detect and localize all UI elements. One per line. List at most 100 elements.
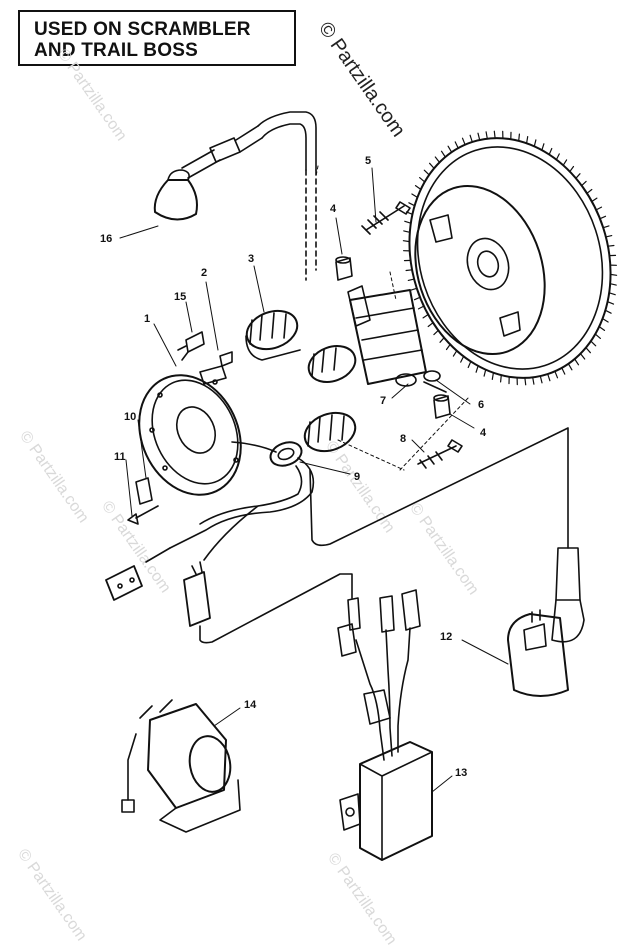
gear-tooth xyxy=(416,186,421,190)
gear-tooth xyxy=(525,378,526,385)
callout-15: 15 xyxy=(174,291,186,303)
stator-core xyxy=(348,286,426,386)
spark-plug-cap xyxy=(155,126,262,220)
gear-tooth xyxy=(603,226,609,228)
gear-tooth xyxy=(442,151,446,157)
callout-3: 3 xyxy=(248,253,254,265)
gear-tooth xyxy=(412,194,418,197)
gear-tooth xyxy=(428,323,433,327)
flywheel-ring-gear-teeth xyxy=(403,131,616,385)
callout-2: 2 xyxy=(201,267,207,279)
gear-tooth xyxy=(455,142,458,148)
spacer-upper xyxy=(336,257,352,280)
pulser-coil xyxy=(304,340,361,388)
gear-tooth xyxy=(478,133,480,140)
gear-tooth xyxy=(540,376,542,383)
gear-tooth xyxy=(592,198,597,201)
gear-tooth xyxy=(568,364,572,370)
gear-tooth xyxy=(608,246,614,247)
gear-tooth xyxy=(461,356,464,362)
harness-connector-right xyxy=(184,562,210,626)
gear-tooth xyxy=(575,359,579,365)
gear-tooth xyxy=(494,131,495,138)
gear-tooth xyxy=(486,132,487,139)
gear-tooth xyxy=(591,341,596,346)
callout-11: 11 xyxy=(114,451,126,463)
callout-9: 9 xyxy=(354,471,360,483)
gear-tooth xyxy=(419,306,424,309)
high-tension-lead xyxy=(258,112,316,280)
gear-tooth xyxy=(581,354,585,359)
gear-tooth xyxy=(468,362,471,368)
spacer-lower xyxy=(434,395,450,418)
gear-tooth xyxy=(448,146,452,152)
callout-13: 13 xyxy=(455,767,467,779)
gear-tooth xyxy=(570,167,574,172)
callout-12: 12 xyxy=(440,631,452,643)
flywheel xyxy=(379,112,620,405)
gear-tooth xyxy=(423,315,428,318)
exciter-coil xyxy=(299,406,360,458)
callout-5: 5 xyxy=(365,155,371,167)
gear-tooth xyxy=(596,207,601,210)
callout-4-upper: 4 xyxy=(330,203,337,215)
wire-harness xyxy=(146,442,313,562)
callout-6: 6 xyxy=(478,399,484,411)
gear-tooth xyxy=(586,348,591,353)
gear-tooth xyxy=(527,137,528,144)
gear-tooth xyxy=(408,279,414,280)
bolt-upper xyxy=(362,202,410,234)
gear-tooth xyxy=(453,351,456,356)
cdi-leads xyxy=(338,590,420,760)
gear-tooth xyxy=(603,319,609,322)
gear-tooth xyxy=(404,231,410,232)
callout-1: 1 xyxy=(144,313,150,325)
gear-tooth xyxy=(548,374,550,381)
gear-tooth xyxy=(609,293,615,295)
gear-tooth xyxy=(582,181,586,185)
harness-connector-left xyxy=(106,566,142,600)
gear-tooth xyxy=(405,221,411,223)
gear-tooth xyxy=(406,270,412,271)
gear-tooth xyxy=(484,370,486,376)
gear-tooth xyxy=(409,203,415,206)
gear-tooth xyxy=(492,373,493,380)
stator-plate xyxy=(120,359,259,512)
coil-ground-wire xyxy=(200,428,568,643)
gear-tooth xyxy=(608,302,614,304)
gear-tooth xyxy=(434,330,438,334)
callout-8: 8 xyxy=(400,433,406,445)
gear-tooth xyxy=(463,138,466,145)
gear-tooth xyxy=(595,334,600,338)
gear-tooth xyxy=(470,135,472,142)
gear-tooth xyxy=(576,174,580,179)
callout-10: 10 xyxy=(124,411,136,423)
callout-labels: 1 2 3 4 4 5 6 7 8 9 10 11 12 13 14 15 16 xyxy=(100,155,487,779)
gear-tooth xyxy=(476,366,478,372)
gear-tooth xyxy=(533,377,534,384)
gear-tooth xyxy=(606,236,612,237)
gear-tooth xyxy=(563,160,566,165)
gear-tooth xyxy=(549,149,552,155)
gear-tooth xyxy=(430,163,435,168)
callout-4-lower: 4 xyxy=(480,427,487,439)
gear-tooth xyxy=(501,375,502,382)
gear-tooth xyxy=(534,140,536,146)
gear-tooth xyxy=(542,144,544,150)
washer xyxy=(424,371,446,392)
gear-tooth xyxy=(610,284,616,285)
lighting-coil xyxy=(241,304,302,360)
gear-tooth xyxy=(556,154,559,160)
gear-tooth xyxy=(440,338,444,343)
screw-stator xyxy=(178,332,204,360)
callout-7: 7 xyxy=(380,395,386,407)
gear-tooth xyxy=(415,297,421,299)
gear-tooth xyxy=(562,368,565,374)
callout-16: 16 xyxy=(100,233,112,245)
gear-tooth xyxy=(605,310,611,313)
gear-tooth xyxy=(600,216,606,218)
ignition-coil xyxy=(508,548,584,696)
gear-tooth xyxy=(447,344,451,349)
